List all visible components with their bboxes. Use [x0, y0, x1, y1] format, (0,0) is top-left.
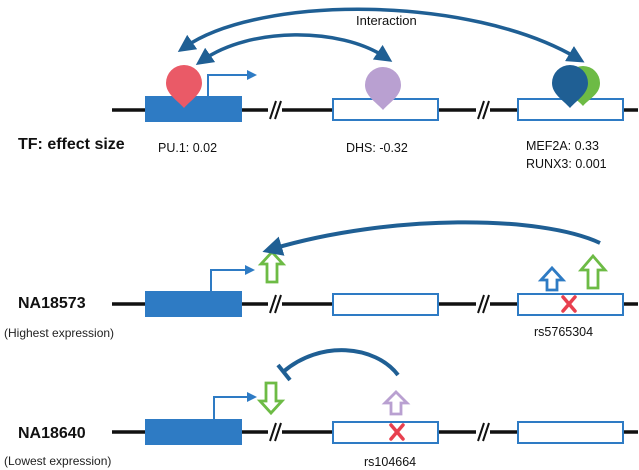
break-mark — [476, 100, 490, 120]
dhs-region — [332, 421, 439, 444]
green-up-arrow-enhancer — [577, 253, 609, 290]
dhs-region — [332, 293, 439, 316]
dhs-label: DHS: -0.32 — [346, 141, 408, 155]
gene-body — [145, 291, 242, 317]
enhancer-region — [517, 421, 624, 444]
regulation-arc — [262, 220, 601, 256]
snp-cross — [561, 295, 577, 313]
gene-body — [145, 419, 242, 445]
top-panel — [112, 7, 638, 122]
break-mark — [476, 294, 490, 314]
break-mark — [268, 100, 282, 120]
mef2a-label: MEF2A: 0.33 — [526, 139, 599, 153]
pu1-tf-drop — [166, 65, 202, 108]
repression-arc — [281, 348, 400, 377]
tss-arrow — [210, 265, 255, 291]
individual-1-panel — [112, 220, 638, 317]
dhs-tf-drop — [365, 67, 401, 110]
individual-2-note: (Lowest expression) — [4, 454, 112, 468]
purple-up-arrow-dhs — [381, 390, 411, 416]
individual-2-panel — [112, 348, 638, 445]
blue-up-arrow-enhancer — [537, 265, 567, 292]
interaction-arc-pu1-mef2a — [177, 7, 585, 63]
individual-1-name: NA18573 — [18, 295, 86, 312]
gene-body — [145, 96, 242, 122]
green-down-arrow-promoter — [256, 381, 286, 416]
tf-effect-size-label: TF: effect size — [18, 136, 125, 153]
break-mark — [268, 294, 282, 314]
repression-bar — [276, 363, 292, 382]
snp-label-1: rs5765304 — [534, 325, 594, 339]
tss-arrow — [207, 70, 257, 96]
snp-cross — [389, 423, 405, 441]
tss-arrow — [213, 392, 257, 419]
interaction-arc-pu1-dhs — [195, 33, 393, 66]
break-mark — [268, 422, 282, 442]
pu1-label: PU.1: 0.02 — [158, 141, 218, 155]
individual-2-name: NA18640 — [18, 425, 86, 442]
snp-label-2: rs104664 — [364, 455, 417, 469]
interaction-label: Interaction — [356, 13, 417, 28]
runx3-label: RUNX3: 0.001 — [526, 157, 607, 171]
individual-1-note: (Highest expression) — [4, 326, 115, 340]
green-up-arrow-promoter — [257, 249, 287, 284]
mef2a-tf-drop — [552, 65, 588, 108]
break-mark — [476, 422, 490, 442]
